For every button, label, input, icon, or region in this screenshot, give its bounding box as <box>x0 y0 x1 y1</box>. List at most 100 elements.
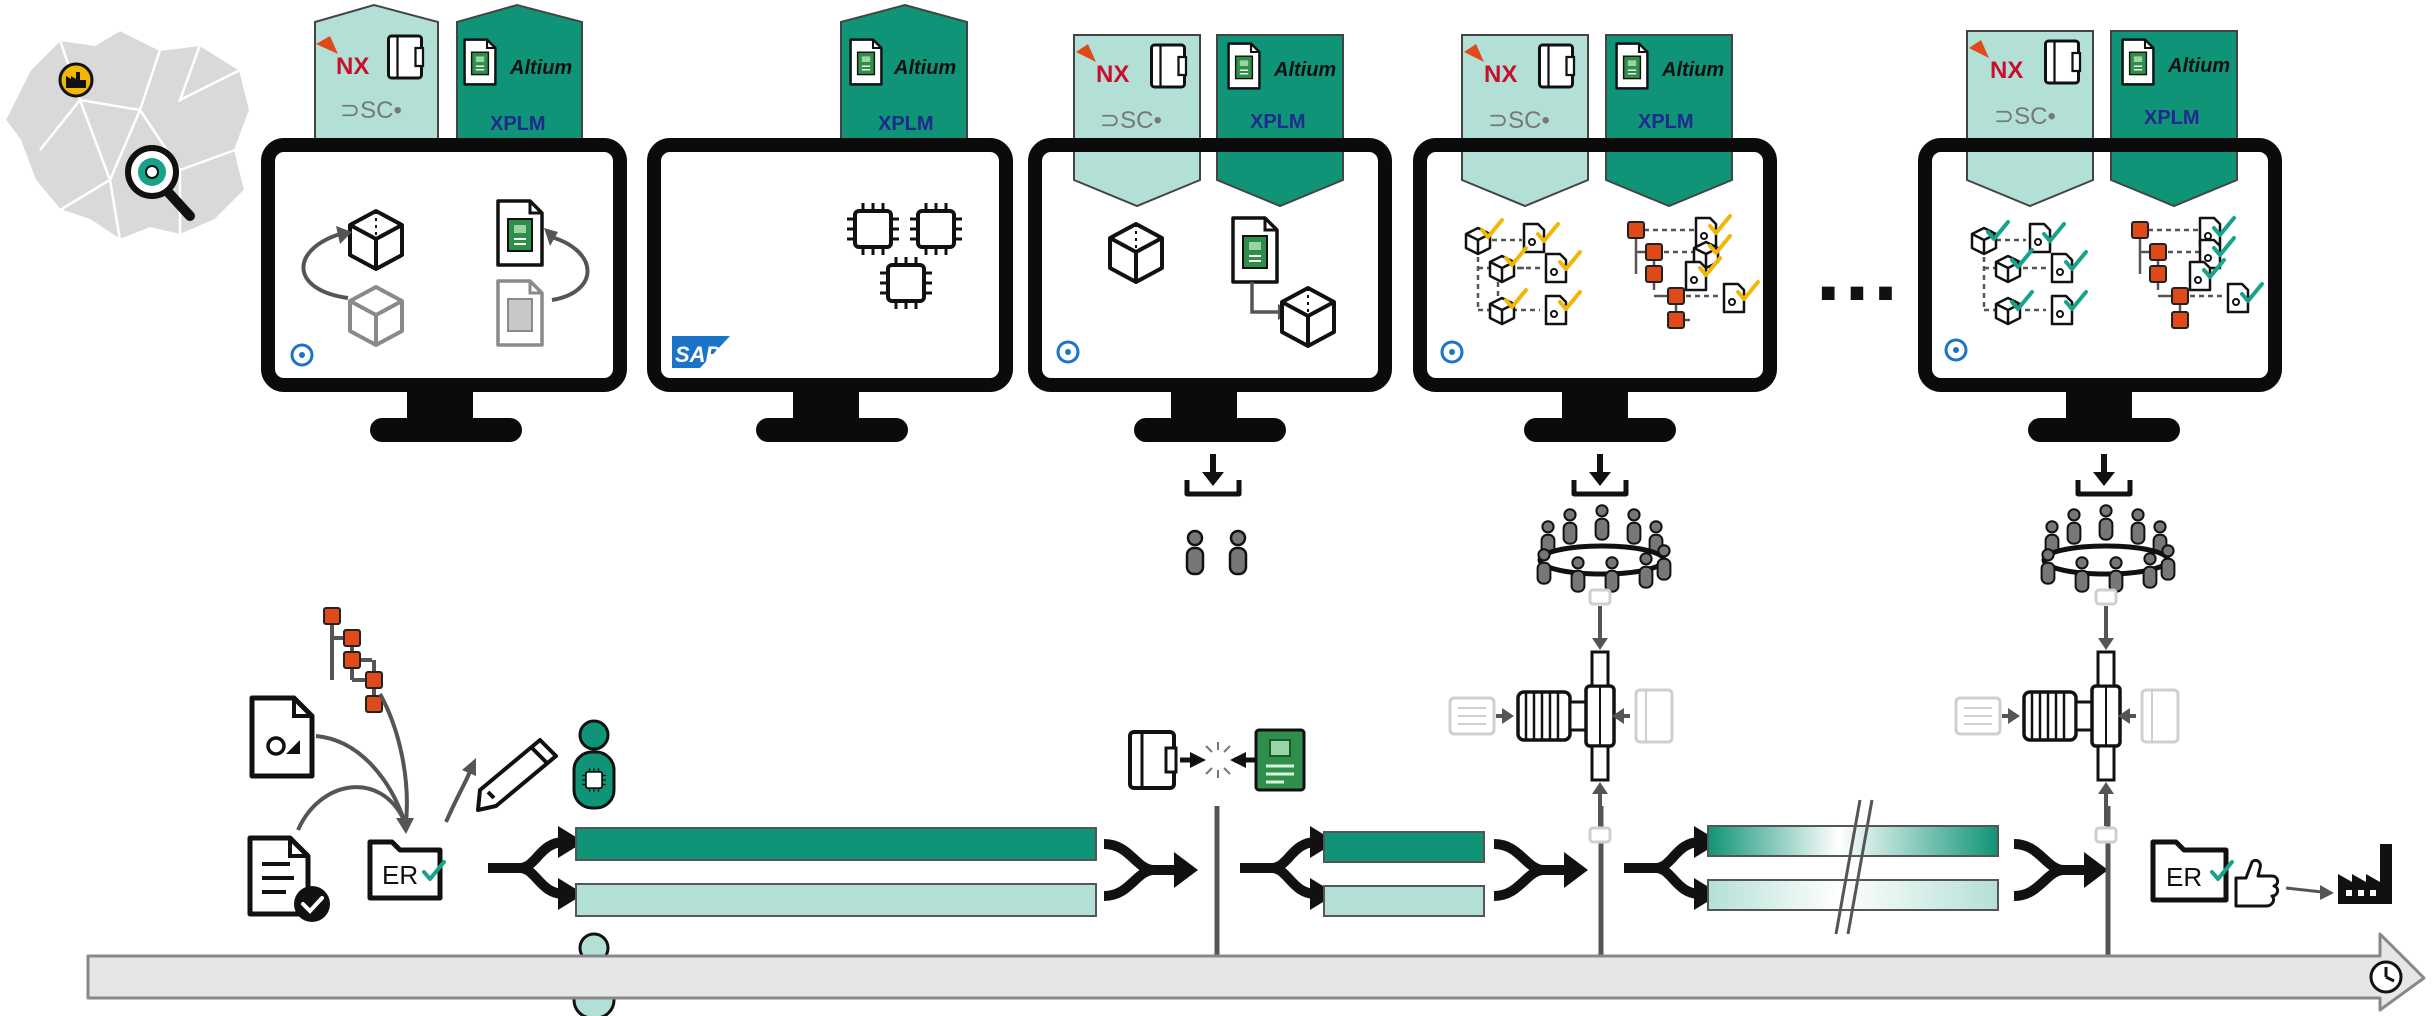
person-icon <box>1228 529 1248 576</box>
timeline-arrow <box>86 932 2426 1012</box>
xplm-label: XPLM <box>1250 111 1306 133</box>
person-icon <box>1185 529 1205 576</box>
cad-structure-tree <box>1970 220 2088 326</box>
assembly-icon <box>1448 588 1674 844</box>
dsc-label: ⊃SC• <box>1100 107 1162 134</box>
monitor-2: Altium XPLM SAP <box>647 3 1013 442</box>
pcb-document-icon <box>849 38 883 86</box>
meeting-table-icon <box>1538 505 1671 591</box>
housing-icon <box>387 34 425 80</box>
split-arrow-icon <box>1240 826 1336 910</box>
clock-icon <box>2369 960 2403 994</box>
settings-icon <box>1056 340 1080 364</box>
tab-altium-xplm: Altium XPLM <box>1605 34 1733 208</box>
assembly-icon <box>1954 588 2180 844</box>
settings-icon <box>290 343 314 367</box>
cube-icon <box>1280 286 1336 348</box>
nx-label: NX <box>1484 61 1517 88</box>
merge-arrow-icon <box>2014 844 2108 896</box>
housing-icon <box>2044 39 2082 85</box>
chip-icon <box>878 255 934 311</box>
download-tray-icon <box>1574 454 1626 494</box>
er-folder-icon: ER <box>2150 839 2234 903</box>
monitor-1: NX ⊃SC• Altium XPLM <box>261 3 627 442</box>
altium-label: Altium <box>893 57 956 79</box>
altium-label: Altium <box>1273 59 1336 81</box>
housing-icon <box>1128 730 1178 790</box>
bar-cad-phase-1 <box>575 827 1097 861</box>
housing-icon <box>1538 43 1576 89</box>
pcb-document-icon <box>496 199 544 267</box>
magnifier-icon <box>125 145 195 221</box>
pcb-document-icon <box>1231 216 1279 284</box>
housing-icon <box>1150 43 1188 89</box>
altium-label: Altium <box>2167 55 2230 77</box>
nx-label: NX <box>1096 61 1129 88</box>
tab-nx-dsc: NX ⊃SC• <box>1966 30 2094 208</box>
cube-icon <box>348 209 404 271</box>
time-break-mark <box>1834 799 1862 935</box>
tab-altium-xplm: Altium XPLM <box>2110 30 2238 208</box>
cad-structure-tree <box>1464 218 1582 326</box>
chip-icon <box>845 201 901 257</box>
split-arrow-icon <box>1624 826 1720 910</box>
tab-altium-xplm: Altium XPLM <box>1216 34 1344 208</box>
monitor-4: NX ⊃SC• Altium XPLM <box>1413 34 1777 592</box>
pencil-icon <box>476 738 558 812</box>
tree-icon <box>323 607 383 713</box>
altium-label: Altium <box>1661 59 1724 81</box>
merge-arrow-icon <box>1104 844 1198 896</box>
cube-icon-gray <box>348 285 404 347</box>
tab-altium-xplm: Altium XPLM <box>840 3 968 179</box>
tab-nx-dsc: NX ⊃SC• <box>1461 34 1589 208</box>
nx-label: NX <box>336 53 369 80</box>
dsc-label: ⊃SC• <box>340 97 402 124</box>
pcb-document-icon <box>1615 42 1649 90</box>
download-tray-icon <box>1187 454 1239 494</box>
settings-icon <box>1944 338 1968 362</box>
altium-label: Altium <box>509 57 572 79</box>
cube-icon <box>1108 222 1164 284</box>
drawing-document-icon <box>249 695 315 779</box>
pcb-document-icon <box>463 38 497 86</box>
xplm-label: XPLM <box>2144 107 2200 129</box>
ellipsis: … <box>1812 220 1902 320</box>
collision-icon <box>1180 742 1256 778</box>
dsc-label: ⊃SC• <box>1994 103 2056 130</box>
tab-nx-dsc: NX ⊃SC• <box>314 3 439 179</box>
monitor-3: NX ⊃SC• Altium XPLM <box>1028 34 1392 576</box>
factory-badge-icon <box>58 62 94 98</box>
chip-icon <box>908 201 964 257</box>
pcb-document-icon <box>2121 38 2155 86</box>
checked-document-icon <box>247 835 330 922</box>
xplm-label: XPLM <box>1638 111 1694 133</box>
thumbs-up-icon <box>2234 858 2280 908</box>
tab-nx-dsc: NX ⊃SC• <box>1073 34 1201 208</box>
merge-arrow-icon <box>1494 844 1588 896</box>
download-tray-icon <box>2078 454 2130 494</box>
bar-cad-phase-2 <box>1323 831 1485 863</box>
er-label: ER <box>382 860 418 890</box>
xplm-label: XPLM <box>490 113 546 135</box>
er-label: ER <box>2166 862 2202 892</box>
meeting-table-icon <box>2042 505 2175 591</box>
map-icon <box>3 28 252 242</box>
er-folder-icon: ER <box>367 839 446 901</box>
nx-label: NX <box>1990 57 2023 84</box>
pcb-document-icon-gray <box>496 279 544 347</box>
sap-label: SAP <box>675 342 721 367</box>
pcb-board-icon <box>1254 728 1306 792</box>
settings-icon <box>1440 340 1464 364</box>
sap-logo: SAP <box>672 336 730 368</box>
dsc-label: ⊃SC• <box>1488 107 1550 134</box>
engineer-icon <box>572 719 616 810</box>
pcb-structure-tree <box>1627 214 1760 329</box>
monitor-frame <box>261 138 627 392</box>
pcb-structure-tree <box>2131 216 2264 329</box>
xplm-label: XPLM <box>878 113 934 135</box>
pcb-document-icon <box>1227 42 1261 90</box>
monitor-5: NX ⊃SC• Altium XPLM <box>1918 30 2282 592</box>
split-arrow-icon <box>488 826 584 910</box>
bar-pcb-phase-2 <box>1323 885 1485 917</box>
